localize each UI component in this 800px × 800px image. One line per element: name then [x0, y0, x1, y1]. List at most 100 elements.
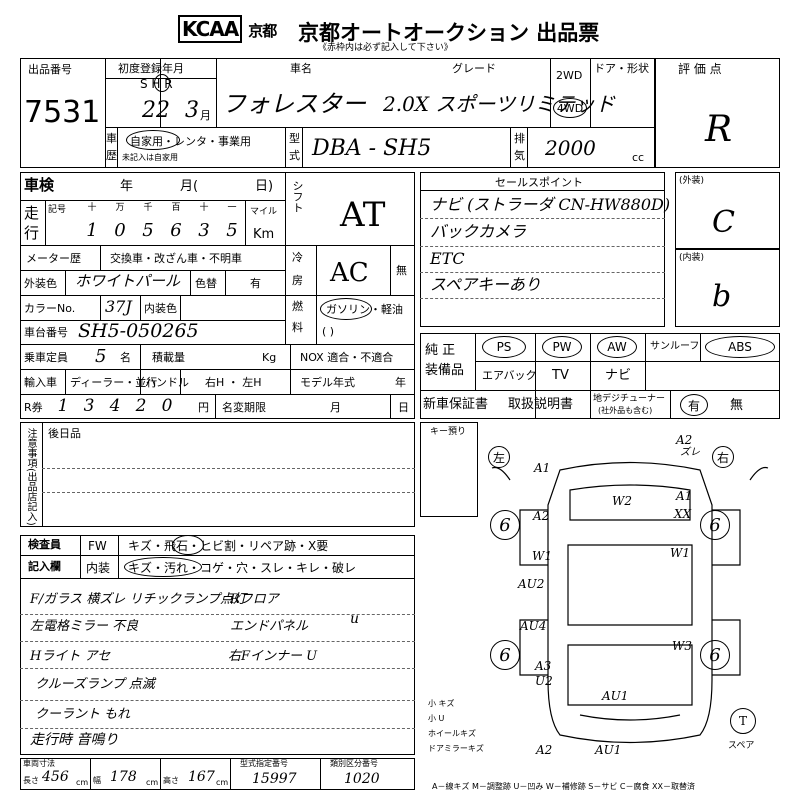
capacity-label: 乗車定員: [24, 351, 68, 364]
interior-grade-box: [675, 249, 780, 327]
notes-box: [20, 422, 415, 527]
model-year-unit: 年: [395, 376, 406, 389]
import-label: 輸入車: [24, 376, 57, 389]
dimensions-box: [20, 758, 415, 790]
exterior-grade-value: C: [712, 205, 735, 240]
tuner-yes: 有: [680, 394, 708, 416]
remark-1: F/ガラス 横ズレ リチックランプ点灯: [30, 592, 247, 607]
sales-points-label: セールスポイント: [495, 176, 583, 189]
fuel-label-2: 料: [292, 321, 303, 334]
key-label: キー預り: [430, 427, 467, 437]
equipment-box: [420, 333, 780, 419]
inspector-label-2: 記入欄: [28, 560, 61, 573]
damage-w3: W3: [672, 639, 692, 653]
recycle-label: R券: [24, 401, 43, 414]
rear-items-label: 後日品: [48, 427, 81, 440]
mileage-unit-mile: マイル: [250, 207, 278, 217]
color-change-label: 色替: [195, 277, 217, 290]
load-unit: Kg: [262, 351, 277, 364]
chassis-label: 車台番号: [24, 326, 68, 339]
displacement-unit: cc: [632, 151, 645, 164]
nox-label: NOX 適合・不適合: [300, 351, 394, 364]
remark-right-1: Rフロア: [230, 592, 279, 607]
mileage-label-1: 走: [24, 204, 40, 222]
registration-label: 初度登録年月: [118, 62, 184, 75]
equip-airbag: エアバック: [482, 369, 537, 382]
length-unit: cm: [76, 778, 89, 787]
mileage-label-2: 行: [24, 224, 40, 242]
damage-w1-left: W1: [532, 549, 552, 563]
remark-right-3: 右Fインナー U: [228, 649, 318, 664]
equip-ps: PS: [482, 336, 526, 358]
car-name-label: 車名: [290, 62, 312, 75]
page-title: 京都オートオークション 出品票: [298, 21, 600, 45]
legend-small-scratch: 小 キズ: [428, 699, 455, 708]
car-damage-diagram: [491, 461, 769, 744]
meter-options: 交換車・改ざん車・不明車: [110, 252, 242, 265]
fuel-gasoline-circle: [320, 298, 372, 320]
period-label: 名変期限: [222, 401, 266, 414]
legend-wheel-scratch: ホイールキズ: [428, 729, 476, 738]
fuel-paren: ( ): [322, 325, 335, 338]
height-value: 167: [188, 769, 215, 785]
damage-a2-left: A2: [533, 509, 550, 523]
score-value: R: [705, 109, 733, 150]
capacity-value: 5: [95, 346, 107, 367]
recycle-digits: 1 3 4 2 0: [57, 396, 173, 416]
capacity-unit: 名: [120, 351, 131, 364]
exterior-color-label: 外装色: [24, 277, 57, 290]
equip-aw: AW: [597, 336, 637, 358]
equip-abs: ABS: [705, 336, 775, 358]
sales-point-4: スペアキーあり: [430, 275, 541, 294]
equipment-label-2: 装備品: [425, 363, 465, 378]
score-box: [655, 58, 780, 168]
left-side-label: 左: [488, 446, 510, 468]
tuner-label: 地デジチューナー: [593, 394, 666, 404]
ac-label-1: 冷: [292, 251, 303, 264]
color-no-value: 37J: [105, 297, 132, 316]
inspection-year: 年: [120, 179, 134, 194]
interior-stain-circle: [124, 557, 202, 577]
inspection-label: 車検: [24, 176, 55, 194]
warranty-doc: 新車保証書: [423, 397, 489, 412]
inspector-interior: 内装: [86, 561, 111, 575]
width-unit: cm: [146, 778, 159, 787]
equip-navi: ナビ: [605, 368, 632, 383]
remark-6: 走行時 音鳴り: [30, 732, 119, 748]
lot-label: 出品番号: [28, 63, 72, 76]
equip-tv: TV: [552, 368, 569, 383]
door-shape-label: ドア・形状: [594, 62, 649, 75]
damage-zure: ズレ: [680, 447, 700, 458]
exterior-grade-label: (外装): [679, 176, 705, 186]
import-dealer: ディーラー・並行: [70, 376, 158, 389]
inspector-label-1: 検査員: [28, 538, 61, 551]
handle-lr: 右H ・ 左H: [205, 376, 262, 389]
usage-private-circle: [126, 130, 180, 150]
manual-doc: 取扱説明書: [508, 397, 574, 412]
damage-au1-rear: AU1: [602, 689, 629, 703]
legend-mirror-scratch: ドアミラーキズ: [428, 744, 484, 753]
top-box: [20, 58, 655, 168]
sales-points-box: [420, 172, 665, 327]
car-name-value: フォレスター: [222, 90, 366, 118]
damage-a2-front-right: A2: [676, 433, 693, 447]
spare-tire-icon: T: [730, 708, 756, 734]
spare-label: スペア: [728, 741, 755, 751]
fuel-label-1: 燃: [292, 300, 303, 313]
damage-a2-bottom: A2: [536, 743, 553, 757]
color-change-value: 有: [250, 277, 261, 290]
sales-point-2: バックカメラ: [430, 222, 527, 241]
displacement-label-1: 排: [514, 132, 525, 145]
remark-u: u: [350, 611, 360, 627]
period-day: 日: [398, 401, 409, 414]
model-label-2: 式: [289, 149, 300, 162]
kcaa-logo: KCAA 京都: [178, 15, 277, 43]
color-no-label: カラーNo.: [24, 302, 76, 315]
ac-label-2: 房: [292, 274, 303, 287]
sales-point-1: ナビ (ストラーダ CN-HW880D): [430, 195, 671, 214]
remark-5: クーラント もれ: [35, 707, 131, 722]
inspection-month: 月(: [180, 179, 199, 194]
lot-number: 7531: [24, 95, 101, 130]
displacement-value: 2000: [545, 136, 596, 160]
mileage-units: 十 万 千 百 十 一: [87, 203, 237, 213]
